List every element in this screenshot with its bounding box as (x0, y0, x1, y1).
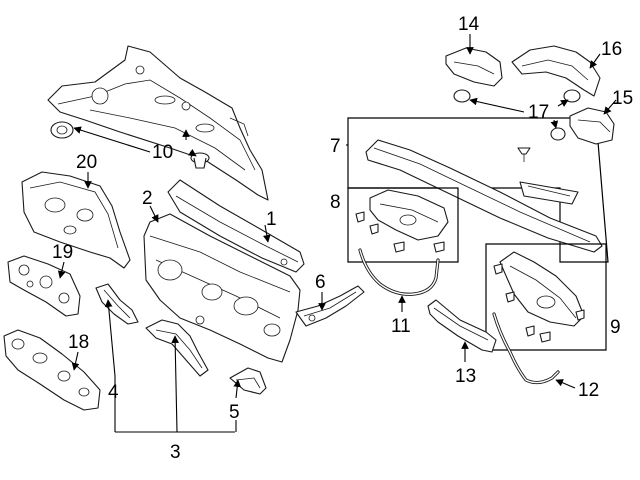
plug-17a-part (453, 89, 471, 103)
callout-20: 20 (76, 152, 97, 173)
leader-10c (188, 148, 197, 157)
bracket-4-part (95, 283, 139, 325)
callout-4: 4 (108, 382, 119, 403)
clip-9e-part (575, 309, 585, 321)
callout-15: 15 (612, 88, 633, 109)
leader-18 (71, 351, 80, 371)
callout-labels: 1 2 3 4 5 6 7 8 9 10 11 12 13 14 15 16 1… (52, 14, 633, 463)
leader-16 (589, 53, 601, 69)
leader-17a (469, 97, 525, 113)
callout-8: 8 (330, 192, 341, 213)
clip-9c-part (525, 325, 535, 337)
leader-19 (57, 261, 66, 279)
callout-7: 7 (330, 136, 341, 157)
clip-9d-part (539, 331, 551, 343)
cowl-assembly-2-part (143, 213, 301, 363)
insulator-15-part (569, 107, 615, 145)
leader-3 (171, 335, 179, 433)
insulator-19-part (7, 255, 81, 317)
part-9-group (485, 243, 607, 351)
callout-6: 6 (315, 272, 326, 293)
leader-5 (233, 379, 242, 399)
insulator-16-part (511, 45, 601, 97)
leader-2 (149, 205, 159, 223)
insulator-18-part (3, 329, 101, 411)
upper-cowl-panel-part (47, 45, 269, 201)
screw-part (517, 147, 531, 162)
reinforcement-3-part (145, 319, 209, 377)
insulator-20-part (21, 171, 131, 269)
leader-17c (550, 119, 559, 129)
clip-8a-part (355, 211, 365, 223)
callout-19: 19 (52, 242, 73, 263)
leader-10a (73, 126, 151, 153)
bracket-6-part (295, 285, 365, 327)
callout-5: 5 (229, 402, 240, 423)
leader-4 (104, 299, 116, 377)
callout-16: 16 (601, 39, 622, 60)
callout-17: 17 (528, 102, 549, 123)
clip-part (190, 152, 210, 169)
callout-12: 12 (578, 380, 599, 401)
plug-17c-part (550, 127, 566, 141)
insulator-14-part (445, 47, 503, 87)
bracket-9-part (499, 251, 585, 327)
callout-14: 14 (458, 14, 480, 35)
seal-11-part (358, 248, 440, 296)
cowl-panel-1-part (167, 179, 305, 273)
part-8-group (347, 187, 459, 263)
leader-lines (57, 34, 617, 433)
clip-8c-part (393, 241, 405, 253)
callout-13: 13 (455, 366, 476, 387)
bracket-5-part (229, 367, 267, 395)
clip-8b-part (369, 223, 379, 235)
seal-12-part (492, 312, 560, 385)
callout-10: 10 (152, 142, 173, 163)
bracket-8-part (369, 189, 449, 241)
callout-1: 1 (266, 209, 277, 230)
callout-2: 2 (142, 188, 153, 209)
plug-17b-part (563, 89, 581, 103)
leader-12 (555, 379, 576, 389)
callout-18: 18 (68, 332, 89, 353)
callout-9: 9 (610, 317, 621, 338)
clip-8d-part (433, 241, 445, 253)
leader-1 (263, 224, 271, 243)
clip-9a-part (493, 263, 503, 275)
leader-15 (603, 99, 617, 115)
clip-9b-part (505, 291, 515, 303)
bracket-13-part (427, 299, 497, 353)
leader-17b (557, 99, 569, 107)
cowl-vent-7-part (365, 139, 603, 253)
callout-3: 3 (170, 442, 181, 463)
callout-11: 11 (391, 316, 411, 337)
grommet-part (50, 121, 74, 139)
